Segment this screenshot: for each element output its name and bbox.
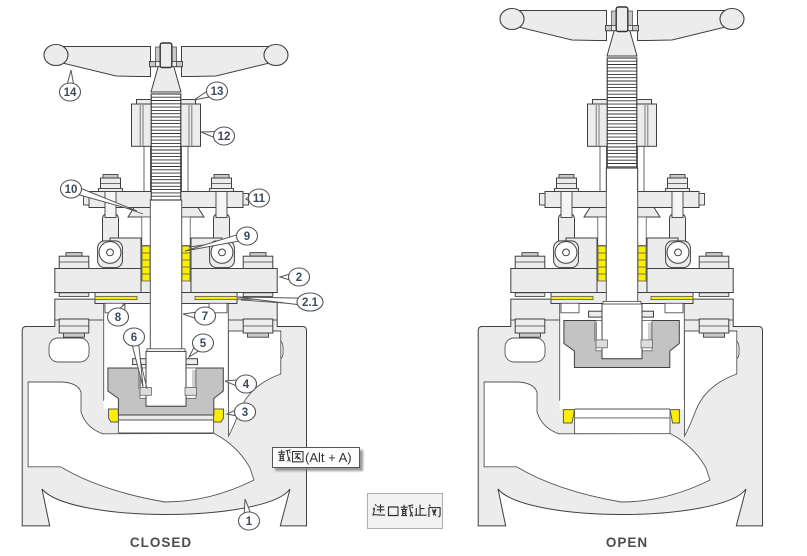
svg-text:5: 5	[200, 338, 207, 350]
svg-text:1: 1	[246, 516, 253, 528]
svg-text:11: 11	[253, 193, 266, 205]
svg-text:12: 12	[218, 131, 231, 143]
svg-text:13: 13	[211, 86, 224, 98]
svg-text:OPEN: OPEN	[606, 535, 648, 550]
svg-text:10: 10	[65, 184, 78, 196]
svg-text:4: 4	[243, 379, 250, 391]
svg-text:2.1: 2.1	[302, 297, 319, 309]
svg-text:2: 2	[296, 272, 302, 284]
svg-text:7: 7	[202, 311, 208, 323]
svg-text:CLOSED: CLOSED	[130, 535, 192, 550]
svg-text:8: 8	[115, 312, 122, 324]
svg-text:9: 9	[244, 231, 250, 243]
svg-text:3: 3	[242, 407, 248, 419]
svg-text:6: 6	[131, 332, 137, 344]
svg-text:14: 14	[64, 87, 77, 99]
